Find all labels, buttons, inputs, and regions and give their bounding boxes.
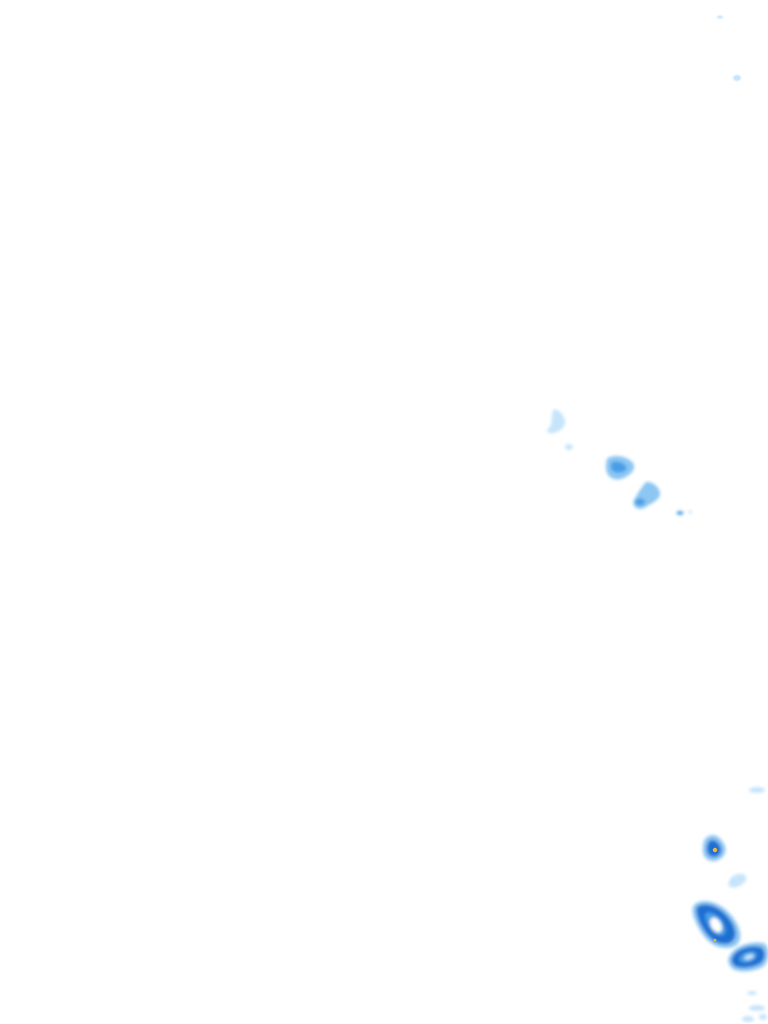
precip-cell <box>759 1014 767 1020</box>
precip-cell <box>742 1016 754 1022</box>
precip-cell <box>717 15 723 19</box>
precip-cell <box>749 787 765 793</box>
precip-cell <box>747 991 757 995</box>
precip-cell <box>710 917 722 933</box>
precip-cluster-bottom-right <box>692 787 768 1022</box>
precip-cell <box>635 498 645 506</box>
precip-cluster-middle <box>547 409 692 515</box>
storm-core-marker <box>712 847 718 853</box>
precip-cell <box>688 510 692 514</box>
precip-cores <box>712 847 718 942</box>
precip-cell <box>749 1005 765 1011</box>
precip-cell <box>744 954 754 960</box>
precip-cell <box>565 444 573 450</box>
precip-cluster-top-right <box>717 15 741 81</box>
precip-cell <box>610 461 627 473</box>
storm-core-marker <box>713 938 717 942</box>
precip-cell <box>676 511 684 515</box>
precip-cell <box>733 75 741 81</box>
precip-cell <box>547 409 566 434</box>
precip-cell <box>728 873 747 888</box>
